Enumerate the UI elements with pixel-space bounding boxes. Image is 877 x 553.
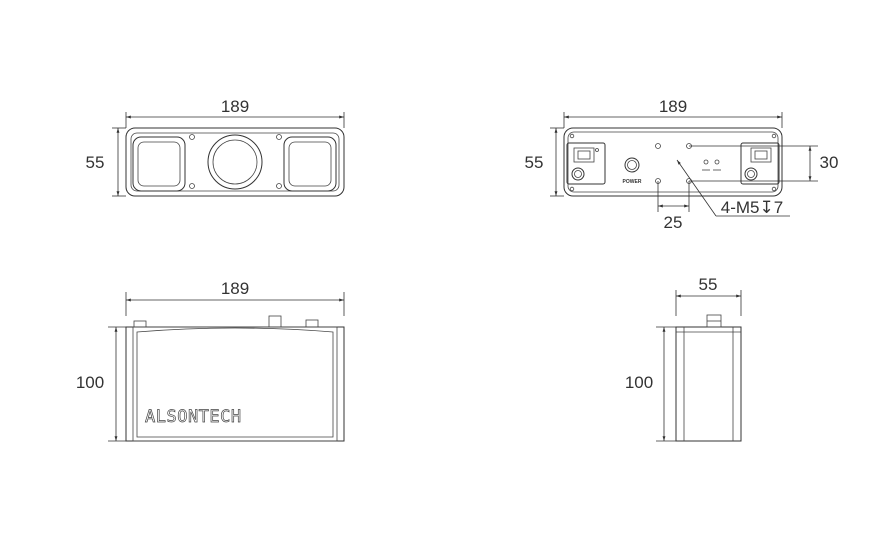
side-width-label: 55: [699, 275, 718, 294]
top-view: ALSONTECH 189 100: [76, 279, 345, 442]
rear-height-label: 55: [525, 153, 544, 172]
rear-hole-spacing-label: 25: [664, 213, 683, 232]
front-view: 189 55: [86, 97, 345, 197]
brand-text: ALSONTECH: [145, 407, 242, 427]
hole-callout: 4-M5↧7: [721, 198, 783, 217]
front-width-label: 189: [221, 97, 249, 116]
top-width-label: 189: [221, 279, 249, 298]
power-label: POWER: [623, 179, 642, 185]
rear-offset-label: 30: [820, 153, 839, 172]
top-height-label: 100: [76, 373, 104, 392]
side-height-label: 100: [625, 373, 653, 392]
front-height-label: 55: [86, 153, 105, 172]
side-view: 55 100: [625, 275, 742, 442]
rear-width-label: 189: [659, 97, 687, 116]
rear-view: POWER 189 55 30 25: [525, 97, 839, 232]
